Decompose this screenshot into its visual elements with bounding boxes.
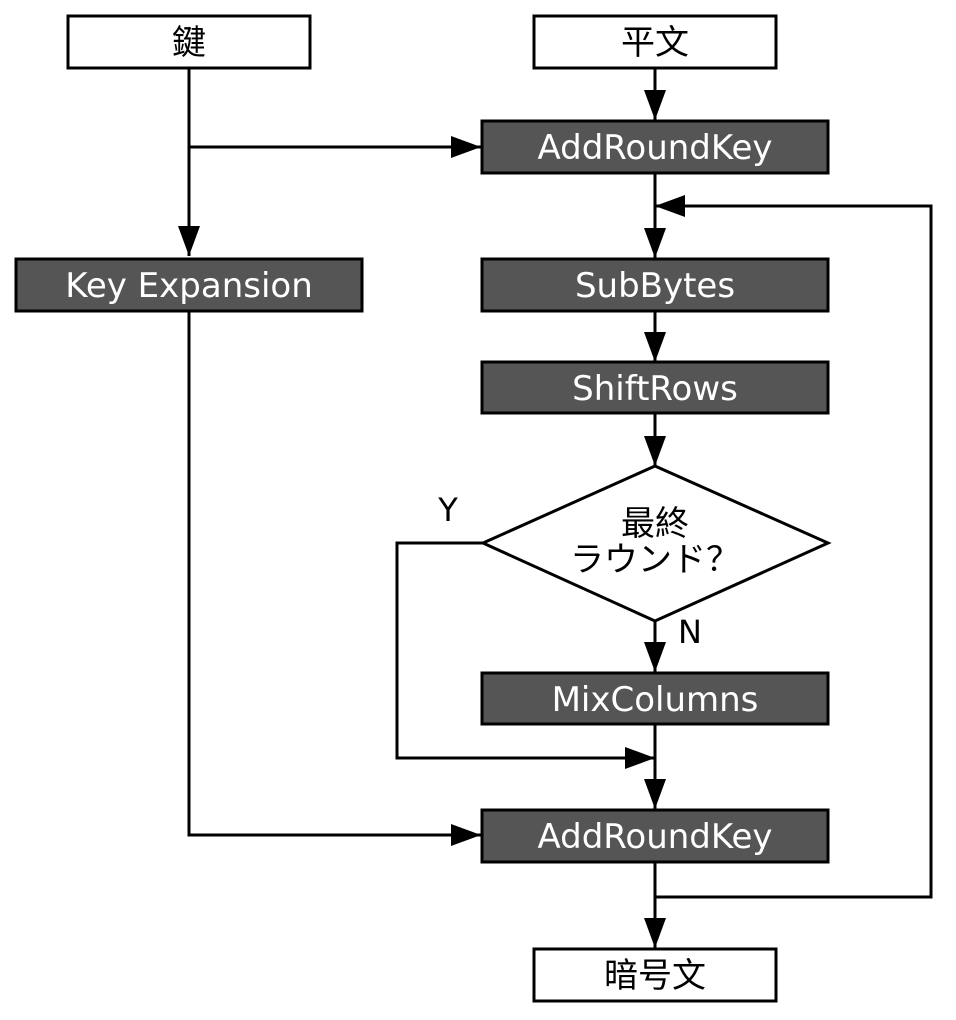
- node-plaintext-label: 平文: [621, 23, 689, 63]
- node-add-round-key-initial-label: AddRoundKey: [537, 128, 772, 168]
- node-final-round-label-line1: 最終: [621, 504, 689, 544]
- edge-key-expansion-to-add-round-key-loop: [187, 311, 481, 846]
- node-key-label: 鍵: [172, 23, 206, 63]
- node-shift-rows-label: ShiftRows: [572, 369, 738, 409]
- edge-label-no: N: [678, 613, 702, 651]
- node-mix-columns-label: MixColumns: [552, 680, 759, 720]
- node-mix-columns: MixColumns: [480, 671, 830, 726]
- node-plaintext: 平文: [532, 14, 778, 70]
- node-final-round-label-line2: ラウンド？: [570, 540, 740, 580]
- node-add-round-key-loop-label: AddRoundKey: [537, 817, 772, 857]
- edge-final-round-yes-bypass: [395, 541, 655, 769]
- node-shift-rows: ShiftRows: [480, 360, 830, 415]
- node-key: 鍵: [66, 14, 312, 70]
- node-final-round-decision: 最終 ラウンド？: [479, 464, 832, 623]
- node-sub-bytes: SubBytes: [480, 257, 830, 313]
- edge-label-yes: Y: [437, 491, 458, 529]
- node-add-round-key-loop: AddRoundKey: [480, 808, 830, 864]
- node-ciphertext-label: 暗号文: [604, 956, 706, 996]
- edge-loop-back-to-sub-bytes: [655, 195, 933, 899]
- node-add-round-key-initial: AddRoundKey: [480, 119, 830, 175]
- node-sub-bytes-label: SubBytes: [575, 266, 735, 306]
- connectors: [178, 68, 933, 948]
- node-ciphertext: 暗号文: [532, 947, 778, 1003]
- node-key-expansion: Key Expansion: [14, 257, 364, 313]
- node-key-expansion-label: Key Expansion: [65, 266, 313, 306]
